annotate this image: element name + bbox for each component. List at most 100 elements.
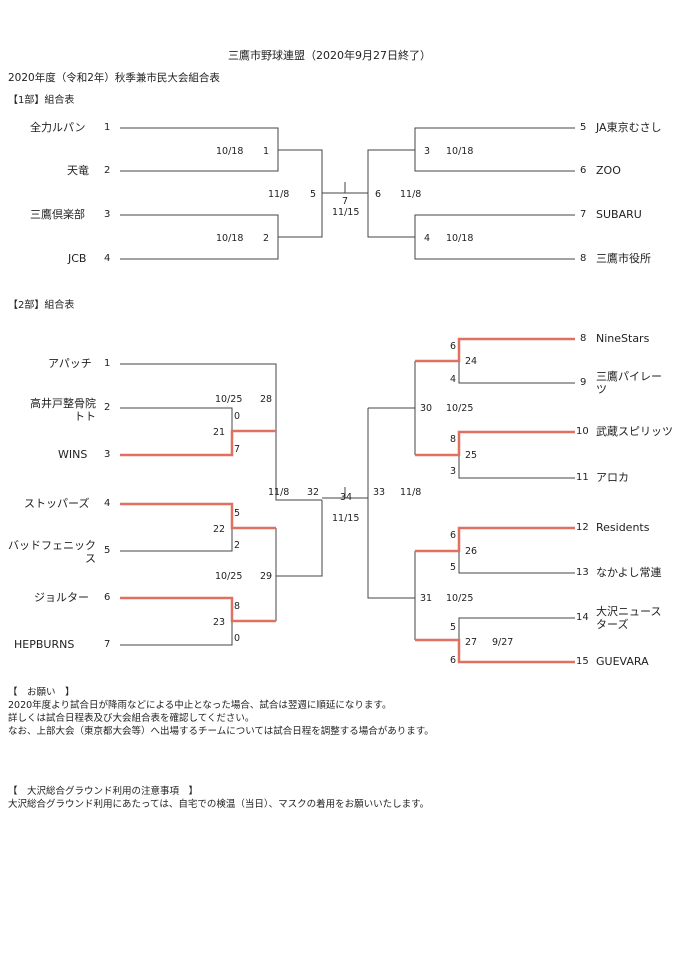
team-name: WINS bbox=[58, 448, 88, 461]
game-date: 11/8 bbox=[400, 487, 422, 498]
final-game-number: 34 bbox=[340, 492, 353, 503]
game-number: 27 bbox=[465, 637, 478, 648]
team-name: GUEVARA bbox=[596, 655, 649, 668]
notes-line: なお、上部大会（東京都大会等）へ出場するチームについては試合日程を調整する場合が… bbox=[8, 726, 434, 737]
game-number: 4 bbox=[424, 233, 431, 244]
game-number: 26 bbox=[465, 546, 478, 557]
team-seed: 15 bbox=[576, 656, 589, 667]
team-name: バッドフェニック ス bbox=[8, 539, 96, 565]
notes-line: 大沢総合グラウンド利用にあたっては、自宅での検温（当日）、マスクの着用をお願いい… bbox=[8, 799, 430, 810]
game-score: 4 bbox=[450, 374, 457, 385]
team-seed: 5 bbox=[580, 122, 587, 133]
document-subtitle: 2020年度（令和2年）秋季兼市民大会組合表 bbox=[8, 72, 220, 84]
team-seed: 4 bbox=[104, 498, 111, 509]
game-score: 2 bbox=[234, 540, 241, 551]
game-score: 6 bbox=[450, 655, 457, 666]
game-score: 5 bbox=[450, 562, 457, 573]
team-seed: 6 bbox=[104, 592, 111, 603]
game-score: 5 bbox=[450, 622, 457, 633]
team-seed: 9 bbox=[580, 377, 587, 388]
game-date: 10/25 bbox=[215, 571, 243, 582]
game-date: 10/18 bbox=[216, 146, 244, 157]
game-number: 6 bbox=[375, 189, 382, 200]
game-number: 23 bbox=[213, 617, 226, 628]
game-date: 9/27 bbox=[492, 637, 514, 648]
team-seed: 12 bbox=[576, 522, 589, 533]
team-name: 高井戸整骨院 トト bbox=[30, 397, 96, 423]
game-number: 3 bbox=[424, 146, 431, 157]
team-name: HEPBURNS bbox=[14, 638, 75, 651]
game-date: 11/8 bbox=[400, 189, 422, 200]
team-name: 大沢ニュース ターズ bbox=[596, 605, 662, 631]
game-number: 1 bbox=[263, 146, 270, 157]
game-score: 6 bbox=[450, 530, 457, 541]
final-game-number: 7 bbox=[342, 196, 349, 207]
game-number: 21 bbox=[213, 427, 226, 438]
team-seed: 8 bbox=[580, 253, 587, 264]
game-number: 22 bbox=[213, 524, 226, 535]
team-seed: 2 bbox=[104, 165, 111, 176]
team-name: 三鷹倶楽部 bbox=[30, 208, 85, 221]
game-date: 10/18 bbox=[446, 233, 474, 244]
team-seed: 13 bbox=[576, 567, 589, 578]
team-seed: 5 bbox=[104, 545, 111, 556]
team-seed: 11 bbox=[576, 472, 589, 483]
game-date: 11/8 bbox=[268, 189, 290, 200]
team-seed: 14 bbox=[576, 612, 589, 623]
game-score: 3 bbox=[450, 466, 457, 477]
team-name: 三鷹パイレー ツ bbox=[596, 370, 662, 396]
team-name: SUBARU bbox=[596, 208, 642, 221]
game-score: 6 bbox=[450, 341, 457, 352]
game-number: 2 bbox=[263, 233, 270, 244]
notes-heading: 【 大沢総合グラウンド利用の注意事項 】 bbox=[8, 786, 199, 797]
team-name: ZOO bbox=[596, 164, 621, 177]
team-seed: 4 bbox=[104, 253, 111, 264]
team-name: JA東京むさし bbox=[596, 121, 662, 134]
team-name: Residents bbox=[596, 521, 650, 534]
game-date: 10/25 bbox=[446, 403, 474, 414]
game-score: 8 bbox=[234, 601, 241, 612]
final-game-date: 11/15 bbox=[332, 207, 360, 218]
team-name: 全力ルパン bbox=[30, 121, 86, 134]
game-number: 25 bbox=[465, 450, 478, 461]
team-name: 三鷹市役所 bbox=[596, 252, 651, 265]
notes-line: 2020年度より試合日が降雨などによる中止となった場合、試合は翌週に順延になりま… bbox=[8, 700, 392, 711]
game-number: 32 bbox=[307, 487, 320, 498]
game-score: 0 bbox=[234, 633, 241, 644]
game-score: 0 bbox=[234, 411, 241, 422]
game-date: 10/25 bbox=[446, 593, 474, 604]
team-name: なかよし常連 bbox=[596, 566, 662, 579]
team-name: ストッパーズ bbox=[24, 497, 90, 510]
final-game-date: 11/15 bbox=[332, 513, 360, 524]
notes-heading: 【 お願い 】 bbox=[8, 687, 75, 698]
game-date: 10/25 bbox=[215, 394, 243, 405]
team-seed: 7 bbox=[104, 639, 111, 650]
team-seed: 3 bbox=[104, 209, 111, 220]
game-number: 30 bbox=[420, 403, 433, 414]
notes-line: 詳しくは試合日程表及び大会組合表を確認してください。 bbox=[8, 713, 255, 724]
game-date: 10/18 bbox=[216, 233, 244, 244]
game-score: 8 bbox=[450, 434, 457, 445]
section2-label: 【2部】組合表 bbox=[8, 300, 75, 311]
game-score: 5 bbox=[234, 508, 241, 519]
team-seed: 1 bbox=[104, 358, 111, 369]
team-name: NineStars bbox=[596, 332, 650, 345]
team-name: アロカ bbox=[596, 471, 629, 484]
game-score: 7 bbox=[234, 444, 241, 455]
game-number: 24 bbox=[465, 356, 478, 367]
game-number: 29 bbox=[260, 571, 273, 582]
game-date: 11/8 bbox=[268, 487, 290, 498]
document-title: 三鷹市野球連盟（2020年9月27日終了） bbox=[228, 49, 431, 62]
team-name: アパッチ bbox=[48, 357, 92, 370]
team-seed: 8 bbox=[580, 333, 587, 344]
team-seed: 6 bbox=[580, 165, 587, 176]
game-number: 5 bbox=[310, 189, 317, 200]
team-seed: 3 bbox=[104, 449, 111, 460]
section1-label: 【1部】組合表 bbox=[8, 95, 75, 106]
team-name: 天竜 bbox=[67, 164, 89, 177]
team-seed: 2 bbox=[104, 402, 111, 413]
game-date: 10/18 bbox=[446, 146, 474, 157]
game-number: 33 bbox=[373, 487, 386, 498]
game-number: 31 bbox=[420, 593, 433, 604]
